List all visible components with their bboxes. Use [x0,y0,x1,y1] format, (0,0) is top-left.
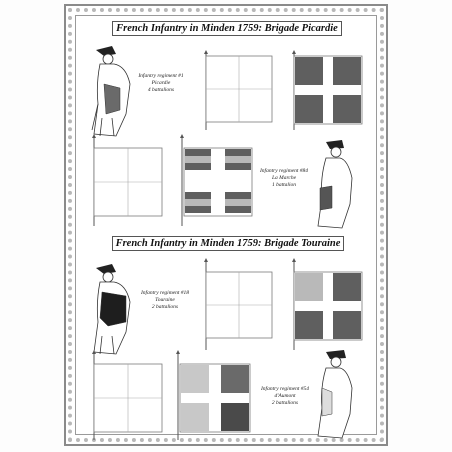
regiment-caption-aumont: Infantry regiment #54 d'Aumont 2 battali… [254,386,316,407]
regiment-name: La Marche [271,175,297,181]
flag-la-marche-ordonnance [180,134,253,226]
regiment-number: Infantry regiment #18 [140,290,190,296]
regiment-name: d'Aumont [274,393,296,399]
regiment-battalions: 2 battalions [151,304,179,310]
soldier-figure-la-marche [317,140,353,229]
soldier-figure-touraine [93,264,131,355]
regiment-caption-touraine: Infantry regiment #18 Touraine 2 battali… [136,290,194,311]
flag-la-marche-colonel [92,134,163,226]
flag-touraine-colonel [204,258,273,350]
section-title-picardie: French Infantry in Minden 1759: Brigade … [112,21,342,36]
soldier-figure-aumont [317,350,353,439]
regiment-caption-picardie: Infantry regiment #1 Picardie 4 battalio… [134,73,188,94]
regiment-number: Infantry regiment #84 [259,168,309,174]
regiment-caption-la-marche: Infantry regiment #84 La Marche 1 battal… [254,168,314,189]
border-inner-line [75,15,377,435]
regiment-number: Infantry regiment #54 [260,386,310,392]
regiment-battalions: 1 battalion [272,182,296,188]
regiment-number: Infantry regiment #1 [138,73,184,79]
section-title-touraine: French Infantry in Minden 1759: Brigade … [112,236,344,251]
regiment-battalions: 4 battalions [147,87,175,93]
flag-aumont-colonel [92,350,163,440]
regiment-name: Touraine [155,297,175,303]
flag-aumont-ordonnance [176,350,251,440]
soldier-figure-picardie [91,46,131,137]
flag-touraine-ordonnance [292,258,363,350]
border-pattern [68,8,384,442]
regiment-battalions: 2 battalions [271,400,299,406]
flag-picardie-colonel [204,50,273,130]
flag-picardie-ordonnance [292,50,363,130]
regiment-name: Picardie [151,80,171,86]
